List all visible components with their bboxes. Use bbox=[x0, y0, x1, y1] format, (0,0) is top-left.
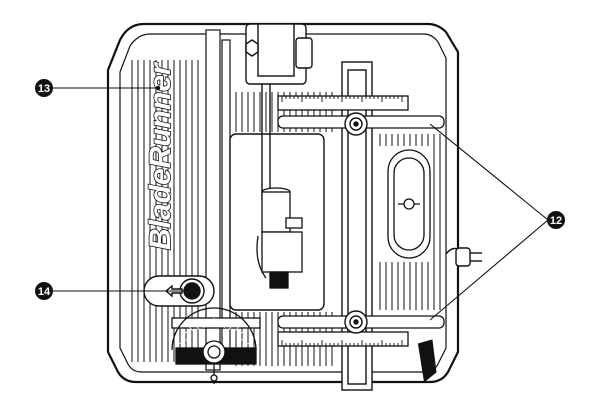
svg-text:14: 14 bbox=[38, 286, 51, 298]
blade-clamp-assembly bbox=[256, 187, 303, 289]
miter-tick bbox=[236, 331, 244, 338]
miter-tick bbox=[180, 336, 189, 342]
svg-text:13: 13 bbox=[38, 83, 50, 95]
miter-guide bbox=[171, 307, 261, 384]
miter-tick bbox=[200, 320, 205, 328]
miter-tick bbox=[239, 336, 248, 342]
tool-body-inner-outline bbox=[119, 33, 447, 373]
upper-fence-knob[interactable] bbox=[344, 112, 368, 136]
lower-fence-knob[interactable] bbox=[344, 310, 368, 334]
miter-tick bbox=[189, 326, 196, 334]
miter-tick bbox=[194, 322, 200, 331]
callout-13-anchor-dot bbox=[155, 85, 161, 91]
brand-label: BladeRunner bbox=[144, 61, 177, 250]
miter-tick bbox=[218, 318, 222, 327]
callout-leader-lines bbox=[52, 87, 549, 321]
miter-tick bbox=[228, 322, 234, 331]
power-plug bbox=[445, 247, 482, 267]
miter-tick bbox=[242, 342, 250, 347]
miter-tick bbox=[223, 320, 228, 328]
side-handle bbox=[417, 339, 437, 383]
miter-lock-knob[interactable] bbox=[202, 340, 226, 364]
miter-angle-scale bbox=[178, 318, 250, 347]
miter-tick bbox=[178, 342, 186, 347]
ruler-scale-marks bbox=[281, 96, 403, 346]
bubble-level bbox=[387, 149, 431, 259]
miter-tick bbox=[232, 326, 239, 334]
callout-12: 12 bbox=[547, 211, 565, 229]
callout-14: 14 bbox=[35, 282, 53, 300]
miter-tick bbox=[206, 318, 210, 327]
callout-13: 13 bbox=[35, 79, 53, 97]
svg-text:12: 12 bbox=[550, 215, 562, 227]
top-blade-housing bbox=[245, 23, 313, 200]
miter-tick bbox=[184, 331, 192, 338]
